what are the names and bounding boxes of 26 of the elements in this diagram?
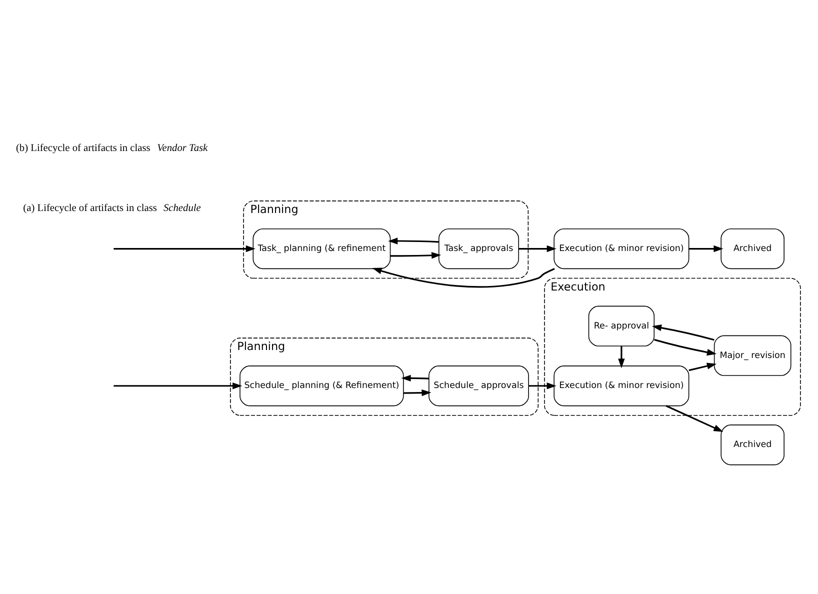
arrow [618, 346, 625, 368]
node-box: Task_ planning (& refinement [252, 228, 391, 270]
node-box: Schedule_ planning (& Refinement) [240, 366, 404, 406]
arrow [372, 268, 555, 288]
label: (b) Lifecycle of artifacts in class Vendor Task [16, 143, 208, 154]
arrow [654, 338, 717, 356]
node-box: Archived [720, 228, 784, 270]
arrow [404, 389, 432, 396]
label: (a) Lifecycle of artifacts in class Schedule [23, 202, 201, 214]
arrow [114, 382, 242, 390]
arrow [518, 245, 556, 252]
node-box: Execution (& minor revision) [554, 366, 690, 406]
node-box: Archived [720, 424, 784, 466]
arrow [114, 245, 256, 252]
arrow [401, 374, 429, 382]
arrow [652, 324, 714, 341]
node-box: Execution (& minor revision) [554, 228, 690, 270]
node-box: Schedule_ approvals [428, 366, 529, 406]
node-box: Major_ revision [714, 335, 792, 376]
arrow [390, 252, 442, 259]
arrow [688, 362, 717, 372]
arrow [688, 245, 724, 252]
arrow [528, 382, 556, 390]
node-box: Task_ approvals [438, 228, 520, 270]
arrow [388, 238, 439, 244]
node-box: Re- approval [588, 306, 655, 346]
